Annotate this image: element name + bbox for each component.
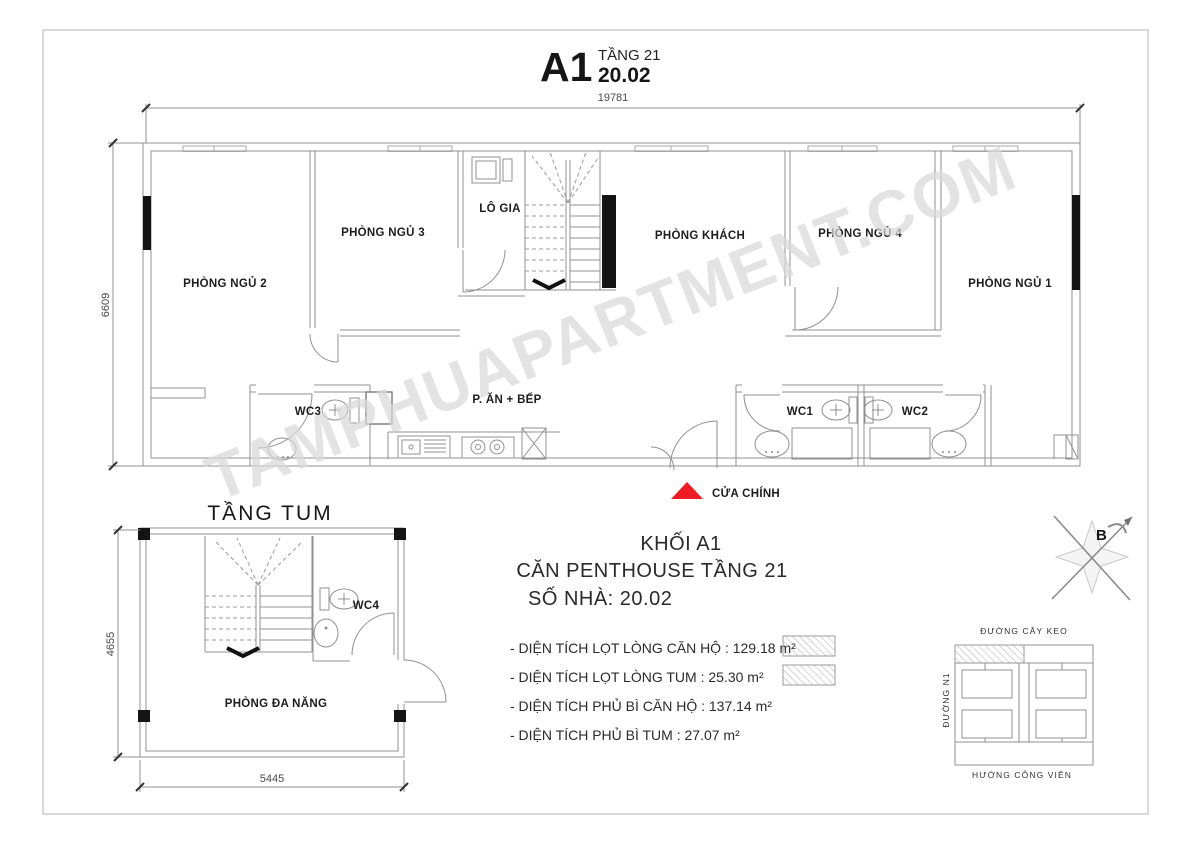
area-line-4: - DIỆN TÍCH PHỦ BÌ TUM : 27.07 m² — [510, 726, 740, 743]
area-line-2: - DIỆN TÍCH LỌT LÒNG TUM : 25.30 m² — [510, 669, 764, 685]
label-multi-room: PHÒNG ĐA NĂNG — [225, 697, 328, 710]
dim-height-main: 6609 — [100, 293, 112, 317]
area-swatch-1 — [782, 635, 836, 657]
entrance-marker: CỬA CHÍNH — [671, 482, 780, 500]
site-label-bottom: HƯỚNG CÔNG VIÊN — [972, 770, 1072, 780]
title-block: A1 TẦNG 21 20.02 — [540, 44, 661, 90]
site-unit-highlight — [954, 644, 1025, 664]
label-wc2: WC2 — [902, 406, 928, 418]
info-line1: KHỐI A1 — [640, 531, 721, 555]
dim-width-tum: 5445 — [260, 773, 284, 785]
area-line-3: - DIỆN TÍCH PHỦ BÌ CĂN HỘ : 137.14 m² — [510, 697, 772, 714]
main-plan-labels: PHÒNG NGỦ 2 PHÒNG NGỦ 3 LÔ GIA PHÒNG KHÁ… — [183, 202, 1052, 418]
label-wc4: WC4 — [353, 600, 380, 612]
site-label-left: ĐƯỜNG N1 — [941, 672, 951, 727]
sheet-border — [42, 29, 1149, 815]
label-wc3: WC3 — [295, 406, 321, 418]
info-line3: SỐ NHÀ: 20.02 — [528, 586, 672, 610]
label-bedroom4: PHÒNG NGỦ 4 — [818, 227, 902, 240]
compass-north-label: B — [1096, 527, 1107, 544]
main-plan-walls — [142, 142, 1081, 467]
compass-arrowhead-icon — [1124, 517, 1132, 526]
dim-width-main: 19781 — [598, 92, 629, 104]
entrance-arrow-icon — [671, 482, 703, 499]
label-wc1: WC1 — [787, 406, 814, 418]
info-block: KHỐI A1 CĂN PENTHOUSE TẦNG 21 SỐ NHÀ: 20… — [510, 531, 836, 743]
label-bedroom3: PHÒNG NGỦ 3 — [341, 226, 425, 239]
label-living: PHÒNG KHÁCH — [655, 229, 745, 242]
site-key-plan: ĐƯỜNG CÂY KEO ĐƯỜNG N1 HƯỚNG CÔNG VIÊN — [941, 626, 1094, 780]
info-line2: CĂN PENTHOUSE TẦNG 21 — [516, 559, 787, 582]
staircase-main — [525, 151, 600, 291]
tum-title: TẦNG TUM — [207, 502, 332, 525]
site-label-top: ĐƯỜNG CÂY KEO — [980, 626, 1068, 636]
floor-label: TẦNG 21 — [598, 47, 661, 64]
label-dining-kitchen: P. ĂN + BẾP — [472, 393, 541, 406]
compass: B — [1051, 515, 1133, 601]
watermark-text: TAMPHUAPARTMENT.COM — [196, 131, 1026, 515]
label-bedroom1: PHÒNG NGỦ 1 — [968, 277, 1052, 290]
area-swatch-2 — [782, 664, 836, 686]
unit-number: 20.02 — [598, 64, 651, 87]
window-symbols — [182, 145, 1019, 152]
entrance-label: CỬA CHÍNH — [712, 487, 780, 500]
door-openings — [256, 248, 983, 394]
tum-plan: TẦNG TUM — [105, 502, 447, 792]
label-balcony: LÔ GIA — [479, 202, 520, 215]
block-title: A1 — [540, 44, 592, 90]
fixtures-main — [150, 156, 967, 461]
dim-height-tum: 4655 — [105, 632, 117, 656]
label-bedroom2: PHÒNG NGỦ 2 — [183, 277, 267, 290]
main-plan-dimensions: 19781 6609 — [100, 92, 1085, 471]
area-line-1: - DIỆN TÍCH LỌT LÒNG CĂN HỘ : 129.18 m² — [510, 640, 796, 656]
